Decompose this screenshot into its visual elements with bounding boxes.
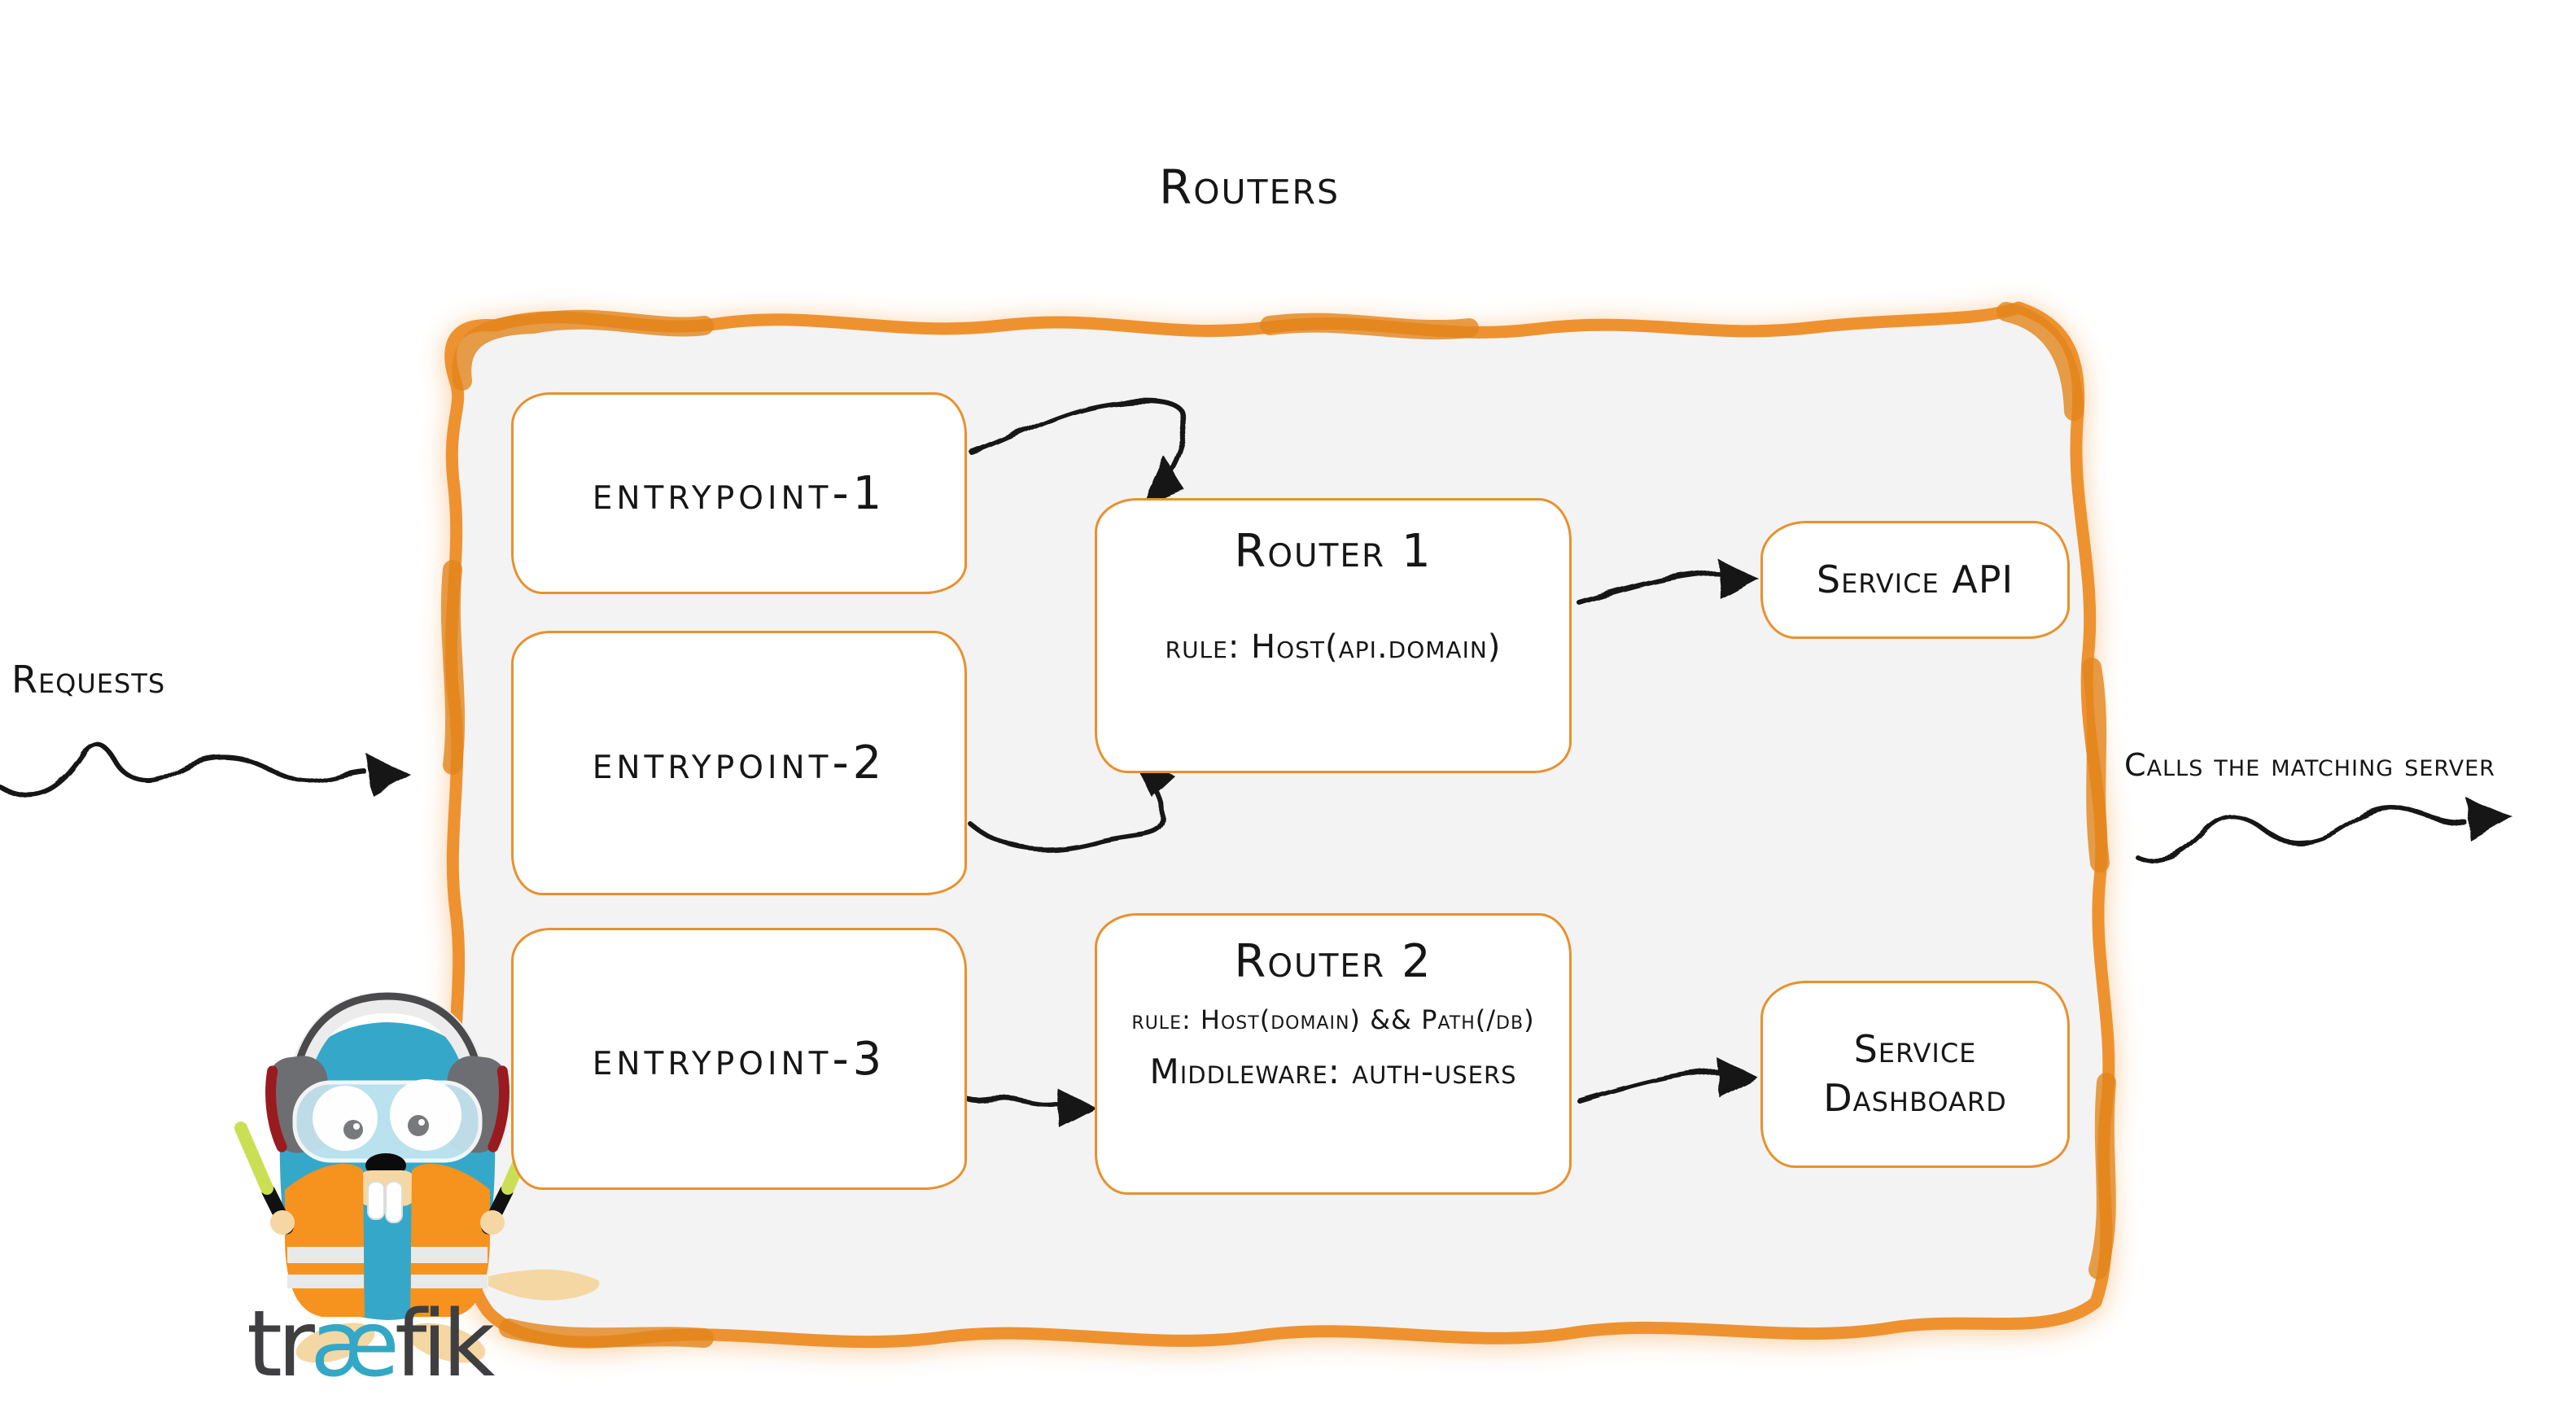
gopher-hand-left: [270, 1210, 295, 1235]
eye-glint-right: [418, 1119, 425, 1126]
logo-text-ligature: æ: [309, 1292, 400, 1397]
router-2-middleware: Middleware: auth-users: [1149, 1052, 1517, 1091]
entrypoint-3-label: entrypoint-3: [592, 1032, 886, 1086]
router-2-title: Router 2: [1234, 935, 1432, 988]
arrow-requests-in: [0, 742, 411, 798]
container-brush-accents: [440, 302, 2116, 1348]
router-2-rule: rule: Host(domain) && Path(/db): [1131, 1004, 1535, 1035]
gopher-eye-left: [313, 1086, 378, 1151]
gopher-pupil-right: [408, 1115, 429, 1136]
gopher-foot-left: [295, 1323, 375, 1363]
entrypoint-3-box: entrypoint-3: [511, 928, 967, 1190]
router-1-rule: rule: Host(api.domain): [1165, 628, 1502, 666]
logo-text-prefix: tr: [247, 1292, 315, 1397]
arrow-entrypoint1-to-router1: [969, 397, 1187, 508]
gopher-tooth-right: [385, 1181, 403, 1223]
calls-label: Calls the matching server: [2124, 747, 2495, 783]
traefik-logo-wordmark: træfik: [247, 1299, 495, 1390]
requests-label: Requests: [11, 658, 166, 702]
service-dashboard-label: Service Dashboard: [1823, 1027, 2007, 1120]
gopher-tail: [488, 1269, 600, 1301]
entrypoint-1-label: entrypoint-1: [592, 466, 886, 520]
vest-reflective-stripes: [287, 1247, 488, 1288]
gopher-hand-right: [480, 1210, 505, 1235]
gopher-tooth-left: [367, 1181, 385, 1220]
router-1-box: Router 1 rule: Host(api.domain): [1095, 498, 1572, 773]
page-title: Routers: [1158, 160, 1340, 215]
router-1-title: Router 1: [1234, 525, 1432, 578]
gopher-eye-right: [390, 1079, 461, 1151]
arrow-entrypoint3-to-router2: [950, 1087, 1097, 1128]
baton-stick-left: [234, 1122, 273, 1195]
gopher-pupil-left: [343, 1120, 363, 1139]
headphone-band-cushion: [294, 991, 481, 1070]
arrow-router1-to-service-api: [1577, 558, 1760, 605]
entrypoint-2-box: entrypoint-2: [511, 631, 967, 895]
router-2-box: Router 2 rule: Host(domain) && Path(/db)…: [1095, 913, 1572, 1195]
headphone-band: [291, 992, 484, 1087]
service-api-label: Service API: [1816, 557, 2014, 601]
eye-glint-left: [353, 1123, 360, 1130]
arrow-router2-to-service-dashboard: [1577, 1056, 1758, 1103]
entrypoint-2-label: entrypoint-2: [592, 737, 886, 789]
traefik-gopher-mascot: [234, 991, 600, 1363]
arrow-calls-out: [2134, 798, 2513, 863]
service-dashboard-box: Service Dashboard: [1760, 981, 2070, 1168]
entrypoint-1-box: entrypoint-1: [511, 392, 967, 594]
logo-text-suffix: fik: [394, 1292, 495, 1397]
gopher-foot-right: [406, 1323, 486, 1363]
service-api-box: Service API: [1760, 521, 2070, 639]
flow-arrows: [0, 397, 2513, 1128]
